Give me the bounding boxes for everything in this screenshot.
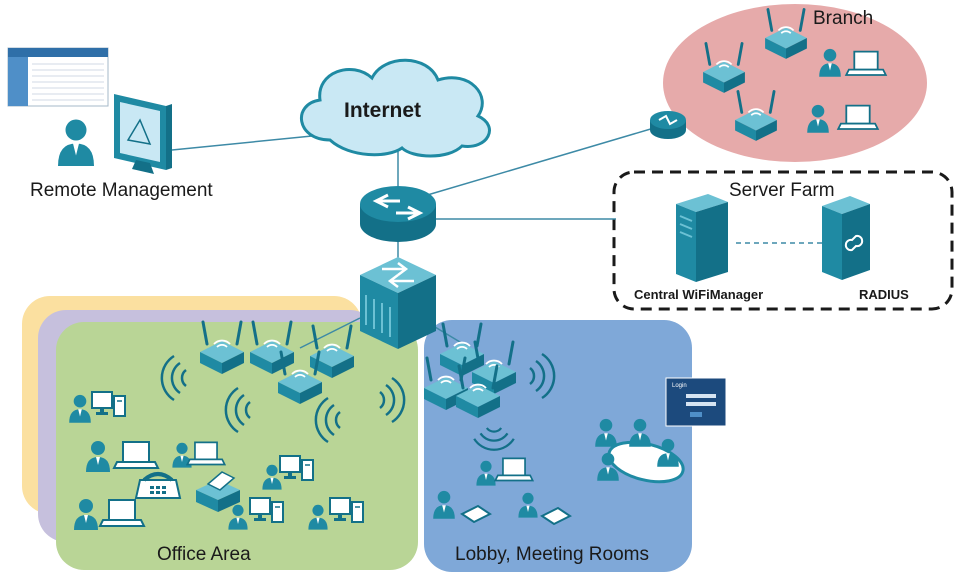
cloud-icon <box>300 58 491 158</box>
login-window-title: Login <box>672 383 687 389</box>
remote-person-icon <box>58 119 94 166</box>
tablet-icon <box>460 504 492 524</box>
server-farm-box <box>612 170 954 311</box>
remote-dashboard-screenshot <box>7 47 109 107</box>
radius-label: RADIUS <box>859 287 909 302</box>
central-wifimanager-server-icon <box>676 194 728 282</box>
office-area-label: Office Area <box>157 544 251 565</box>
phone-icon <box>134 472 182 499</box>
router-icon <box>360 186 436 242</box>
office-area-panel <box>56 322 418 570</box>
tablet-icon <box>540 506 572 526</box>
core-switch-icon <box>360 257 436 349</box>
branch-ellipse <box>663 4 927 162</box>
link-icon <box>844 234 864 252</box>
remote-monitor-icon <box>114 94 172 174</box>
radius-server-icon <box>822 196 870 280</box>
central-wifimanager-label: Central WiFiManager <box>634 287 764 302</box>
branch-label: Branch <box>813 8 874 29</box>
login-window: Login <box>665 377 727 427</box>
server-farm-label: Server Farm <box>729 180 835 201</box>
lobby-meeting-rooms-label: Lobby, Meeting Rooms <box>455 544 649 565</box>
internet-label: Internet <box>344 99 422 122</box>
printer-icon <box>196 471 240 512</box>
remote-management-label: Remote Management <box>30 180 213 201</box>
branch-router-icon <box>650 111 686 139</box>
